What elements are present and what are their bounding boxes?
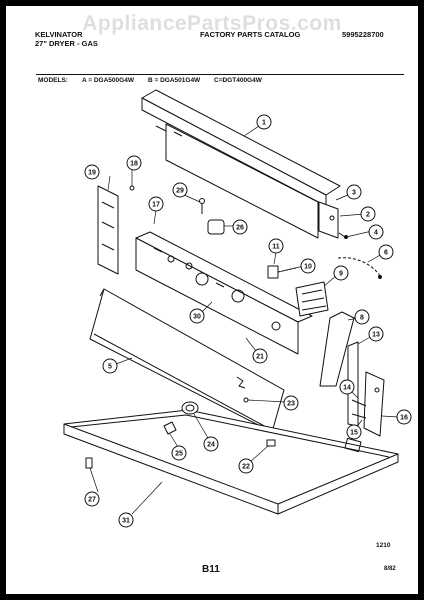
- svg-text:17: 17: [152, 202, 160, 209]
- part-front-panel: [89, 288, 285, 433]
- callout-10: 10: [300, 258, 316, 274]
- svg-text:5: 5: [108, 364, 112, 371]
- callout-24: 24: [203, 436, 219, 452]
- model-b: B = DGA501G4W: [148, 77, 201, 84]
- callout-18: 18: [126, 155, 142, 171]
- svg-text:16: 16: [400, 415, 408, 422]
- svg-text:1: 1: [262, 120, 266, 127]
- svg-text:4: 4: [374, 230, 378, 237]
- callout-29: 29: [172, 182, 188, 198]
- catalog-title: FACTORY PARTS CATALOG: [200, 30, 301, 39]
- part-leveling-leg: [85, 457, 93, 469]
- callout-8: 8: [354, 309, 370, 325]
- callout-1: 1: [256, 114, 272, 130]
- svg-text:30: 30: [193, 314, 201, 321]
- part-timer: [199, 198, 225, 235]
- figure-code: 1210: [376, 542, 391, 549]
- model-c: C=DGT400G4W: [214, 77, 262, 84]
- svg-text:18: 18: [130, 161, 138, 168]
- svg-text:13: 13: [372, 332, 380, 339]
- svg-text:29: 29: [176, 188, 184, 195]
- callout-3: 3: [346, 184, 362, 200]
- svg-text:19: 19: [88, 170, 96, 177]
- callout-30: 30: [189, 308, 205, 324]
- part-cabinet-top: [63, 409, 399, 515]
- catalog-date: 8/82: [384, 566, 396, 572]
- svg-text:9: 9: [339, 271, 343, 278]
- part-top-trim: [141, 89, 341, 207]
- catalog-part-number: 5995228700: [342, 30, 384, 39]
- parts-diagram-page: AppliancePartsPros.com KELVINATOR 27" DR…: [6, 6, 418, 594]
- svg-text:24: 24: [207, 442, 215, 449]
- part-side-trim: [319, 311, 355, 387]
- callout-19: 19: [84, 164, 100, 180]
- svg-text:11: 11: [272, 244, 280, 251]
- svg-text:23: 23: [287, 401, 295, 408]
- svg-text:15: 15: [350, 430, 358, 437]
- callout-16: 16: [396, 409, 412, 425]
- svg-text:14: 14: [343, 385, 351, 392]
- part-side-bracket: [97, 185, 135, 275]
- svg-text:3: 3: [352, 190, 356, 197]
- part-end-bracket: [318, 201, 348, 239]
- callout-23: 23: [283, 395, 299, 411]
- models-label: MODELS:: [38, 77, 68, 84]
- page-number: B11: [202, 564, 220, 575]
- callout-15: 15: [346, 424, 362, 440]
- callout-9: 9: [333, 265, 349, 281]
- callout-13: 13: [368, 326, 384, 342]
- part-control-panel: [135, 231, 313, 355]
- callout-4: 4: [368, 224, 384, 240]
- svg-text:21: 21: [256, 354, 264, 361]
- callout-27: 27: [84, 491, 100, 507]
- callout-31: 31: [118, 512, 134, 528]
- svg-text:8: 8: [360, 315, 364, 322]
- svg-text:10: 10: [304, 264, 312, 271]
- callout-14: 14: [339, 379, 355, 395]
- product-name: 27" DRYER - GAS: [35, 39, 98, 48]
- svg-text:25: 25: [175, 451, 183, 458]
- svg-text:2: 2: [366, 212, 370, 219]
- part-wire-harness: [337, 257, 382, 279]
- brand-name: KELVINATOR: [35, 30, 83, 39]
- svg-text:27: 27: [88, 497, 96, 504]
- callout-6: 6: [378, 244, 394, 260]
- svg-text:6: 6: [384, 250, 388, 257]
- part-switch: [267, 265, 297, 279]
- model-a: A = DGA500G4W: [82, 77, 134, 84]
- callout-25: 25: [171, 445, 187, 461]
- svg-text:26: 26: [236, 225, 244, 232]
- callout-5: 5: [102, 358, 118, 374]
- callout-21: 21: [252, 348, 268, 364]
- callout-2: 2: [360, 206, 376, 222]
- header-rule: [36, 74, 404, 75]
- watermark: AppliancePartsPros.com: [82, 12, 342, 35]
- part-knobs: [163, 397, 276, 447]
- callout-11: 11: [268, 238, 284, 254]
- callout-22: 22: [238, 458, 254, 474]
- svg-text:22: 22: [242, 464, 250, 471]
- part-module: [295, 281, 329, 317]
- callout-17: 17: [148, 196, 164, 212]
- callout-26: 26: [232, 219, 248, 235]
- svg-text:31: 31: [122, 518, 130, 525]
- exploded-parts-diagram: 1 2 3 4 5 6 8 9 10 11 13 14 15 16 17 18 …: [63, 89, 412, 528]
- part-console-back: [165, 123, 319, 239]
